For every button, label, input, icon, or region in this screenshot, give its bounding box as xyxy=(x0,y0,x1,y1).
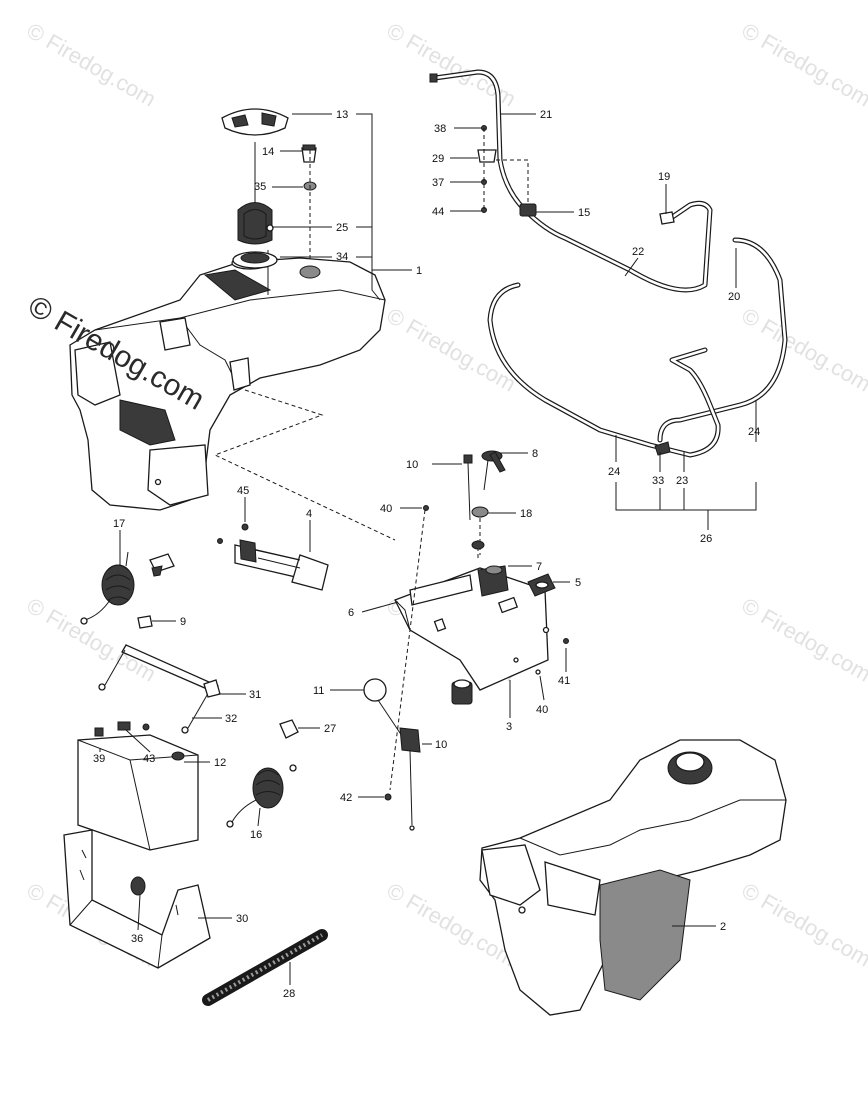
fuel-hose-24 xyxy=(487,282,721,458)
callout-36: 36 xyxy=(131,933,143,945)
callout-14: 14 xyxy=(262,146,274,158)
callout-22: 22 xyxy=(632,246,644,258)
switch-5 xyxy=(527,573,556,597)
callout-43: 43 xyxy=(143,753,155,765)
callout-25: 25 xyxy=(336,222,348,234)
ignition-key xyxy=(481,450,506,491)
callout-39: 39 xyxy=(93,753,105,765)
vent-valve xyxy=(301,144,317,163)
callout-24-left: 24 xyxy=(608,466,620,478)
callout-7: 7 xyxy=(536,561,542,573)
watermark-text: © Firedog.com xyxy=(23,593,161,687)
callout-4: 4 xyxy=(306,508,312,520)
callout-38: 38 xyxy=(434,123,446,135)
terminal-9 xyxy=(137,615,153,629)
callout-8: 8 xyxy=(532,448,538,460)
nut-42 xyxy=(384,793,392,801)
callout-35: 35 xyxy=(254,181,266,193)
callout-10-lower: 10 xyxy=(435,739,447,751)
grommet-27 xyxy=(279,719,299,739)
projection-line xyxy=(213,389,396,541)
battery-tray xyxy=(63,829,211,969)
battery xyxy=(77,721,199,851)
callout-16: 16 xyxy=(250,829,262,841)
bolt-41 xyxy=(563,638,569,644)
callout-9: 9 xyxy=(180,616,186,628)
foam-strip xyxy=(202,929,328,1006)
long-bolt xyxy=(463,454,473,521)
callout-15: 15 xyxy=(578,207,590,219)
callout-21: 21 xyxy=(540,109,552,121)
callout-6: 6 xyxy=(348,607,354,619)
watermark-text: © Firedog.com xyxy=(738,18,868,112)
callout-5: 5 xyxy=(575,577,581,589)
callout-2: 2 xyxy=(720,921,726,933)
hose-clamp-19 xyxy=(659,211,675,225)
callout-26: 26 xyxy=(700,533,712,545)
fuel-gauge xyxy=(232,251,278,269)
axis-line xyxy=(389,509,426,791)
axis-line xyxy=(477,518,481,560)
leader-lines xyxy=(99,113,757,985)
callout-33: 33 xyxy=(652,475,664,487)
callout-17: 17 xyxy=(113,518,125,530)
fuel-tank-upper xyxy=(69,250,386,511)
fuel-hose-20 xyxy=(657,237,788,443)
callout-29: 29 xyxy=(432,153,444,165)
callout-40-upper: 40 xyxy=(380,503,392,515)
callout-24-right: 24 xyxy=(748,426,760,438)
callout-34: 34 xyxy=(336,251,348,263)
callout-11: 11 xyxy=(313,685,324,697)
fuel-tank-lower xyxy=(479,739,787,1016)
callout-labels: 13 14 35 25 34 1 38 21 29 37 44 15 19 22… xyxy=(93,109,760,1000)
battery-holddown xyxy=(98,644,219,734)
callout-1: 1 xyxy=(416,265,422,277)
callout-42: 42 xyxy=(340,792,352,804)
callout-31: 31 xyxy=(249,689,261,701)
bolt-45 xyxy=(241,523,249,531)
watermark-text: © Firedog.com xyxy=(738,593,868,687)
callout-23: 23 xyxy=(676,475,688,487)
callout-20: 20 xyxy=(728,291,740,303)
switch-nut xyxy=(471,540,485,550)
watermark-text: © Firedog.com xyxy=(738,303,868,397)
screw-40b xyxy=(535,669,541,675)
clip-31 xyxy=(203,679,221,698)
fuel-hose-21 xyxy=(429,69,713,293)
callout-30: 30 xyxy=(236,913,248,925)
battery-cable-17 xyxy=(80,551,135,625)
callout-10-upper: 10 xyxy=(406,459,418,471)
fuel-strainer xyxy=(237,202,274,245)
hose-clamp-stack xyxy=(477,125,529,213)
callout-28: 28 xyxy=(283,988,295,1000)
choke-lever xyxy=(363,678,421,831)
switch-7 xyxy=(477,565,509,597)
group-bracket-26 xyxy=(615,482,757,530)
callout-12: 12 xyxy=(214,757,226,769)
callout-40-lower: 40 xyxy=(536,704,548,716)
callout-41: 41 xyxy=(558,675,570,687)
callout-13: 13 xyxy=(336,109,348,121)
callout-18: 18 xyxy=(520,508,532,520)
bolt-40-top xyxy=(423,505,429,511)
callout-3: 3 xyxy=(506,721,512,733)
callout-37: 37 xyxy=(432,177,444,189)
inline-fuel-filter xyxy=(519,203,537,217)
nut-18 xyxy=(471,506,489,518)
callout-45: 45 xyxy=(237,485,249,497)
hose-fitting xyxy=(654,441,671,456)
watermark-text: © Firedog.com xyxy=(23,18,161,112)
battery-cable-16 xyxy=(226,764,297,828)
watermark-text: © Firedog.com xyxy=(738,878,868,972)
callout-44: 44 xyxy=(432,206,444,218)
callout-32: 32 xyxy=(225,713,237,725)
terminal-boot xyxy=(149,553,175,577)
switch-panel-bracket xyxy=(394,567,550,691)
ignition-harness xyxy=(217,538,329,591)
callout-19: 19 xyxy=(658,171,670,183)
callout-27: 27 xyxy=(324,723,336,735)
ignition-switch xyxy=(451,679,473,705)
